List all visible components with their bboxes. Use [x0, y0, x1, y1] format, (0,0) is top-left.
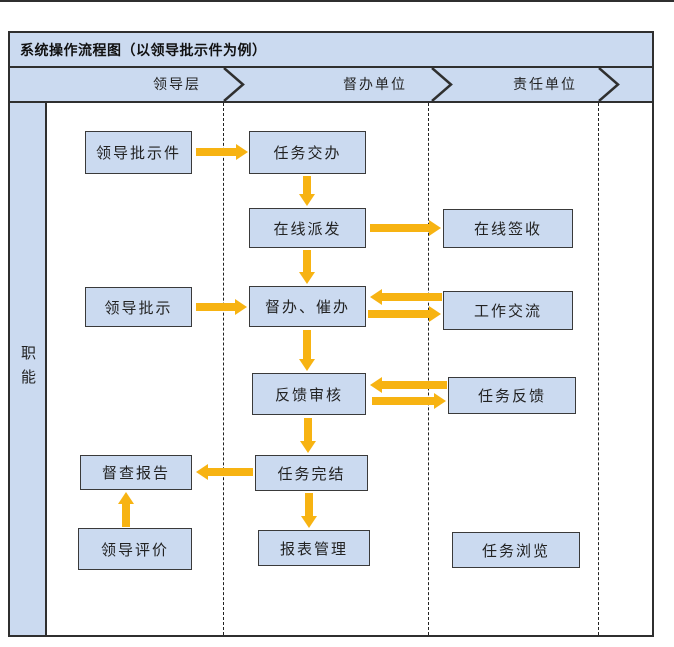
node-leader-instruction: 领导批示 — [85, 287, 192, 327]
lane-label-responsible-unit: 责任单位 — [513, 76, 577, 92]
lane-label-leadership: 领导层 — [153, 76, 201, 92]
node-online-dispatch: 在线派发 — [249, 208, 366, 248]
node-work-exchange: 工作交流 — [443, 291, 573, 330]
arrow-feedback-review-to-task-complete — [300, 418, 316, 453]
arrow-leader-doc-to-task-assign — [196, 144, 248, 160]
arrowhead-icon — [118, 492, 134, 504]
arrow-feedback-review-to-task-feedback — [372, 393, 446, 409]
arrow-online-dispatch-to-online-sign — [370, 220, 441, 236]
node-task-complete: 任务完结 — [255, 455, 368, 491]
arrowhead-icon — [235, 299, 247, 315]
arrow-work-exchange-to-supervise-urge — [370, 289, 442, 305]
node-online-sign: 在线签收 — [443, 209, 573, 248]
node-task-feedback: 任务反馈 — [448, 377, 576, 414]
chevron-right-icon — [223, 68, 245, 101]
arrow-supervise-urge-to-feedback-review — [299, 330, 315, 371]
arrow-task-assign-to-online-dispatch — [299, 176, 315, 206]
chevron-right-icon — [598, 68, 620, 101]
arrowhead-icon — [429, 220, 441, 236]
arrowhead-icon — [301, 516, 317, 528]
lane-divider — [428, 103, 429, 635]
node-inspect-report: 督查报告 — [80, 455, 192, 490]
arrowhead-icon — [196, 464, 208, 480]
arrowhead-icon — [299, 359, 315, 371]
arrow-leader-eval-to-inspect-report — [118, 492, 134, 527]
arrowhead-icon — [236, 144, 248, 160]
arrow-leader-instruction-to-supervise-urge — [196, 299, 247, 315]
node-feedback-review: 反馈审核 — [252, 373, 366, 415]
arrow-task-feedback-to-feedback-review — [370, 377, 447, 393]
lane-divider — [223, 103, 224, 635]
arrow-task-complete-to-inspect-report — [196, 464, 253, 480]
diagram-title: 系统操作流程图（以领导批示件为例） — [20, 41, 267, 58]
arrowhead-icon — [429, 306, 441, 322]
node-supervise-urge: 督办、催办 — [249, 286, 366, 327]
chevron-right-icon — [431, 68, 453, 101]
arrowhead-icon — [370, 377, 382, 393]
top-border-line — [0, 0, 674, 2]
node-leader-eval: 领导评价 — [78, 528, 192, 570]
arrowhead-icon — [299, 272, 315, 284]
node-leader-doc: 领导批示件 — [85, 131, 192, 174]
function-sidebar: 职能 — [10, 103, 47, 635]
arrow-task-complete-to-report-mgmt — [301, 493, 317, 528]
arrowhead-icon — [434, 393, 446, 409]
arrowhead-icon — [370, 289, 382, 305]
function-sidebar-label: 职能 — [19, 345, 36, 393]
node-report-mgmt: 报表管理 — [258, 530, 370, 566]
node-task-browse: 任务浏览 — [452, 532, 580, 568]
title-bar: 系统操作流程图（以领导批示件为例） — [10, 33, 652, 68]
arrowhead-icon — [300, 441, 316, 453]
swimlane-header: 领导层 督办单位 责任单位 — [10, 68, 652, 103]
node-task-assign: 任务交办 — [249, 131, 366, 174]
arrow-online-dispatch-to-supervise-urge — [299, 250, 315, 284]
arrow-supervise-urge-to-work-exchange — [368, 306, 441, 322]
lane-label-supervising-unit: 督办单位 — [343, 76, 407, 92]
arrowhead-icon — [299, 194, 315, 206]
lane-divider — [598, 103, 599, 635]
